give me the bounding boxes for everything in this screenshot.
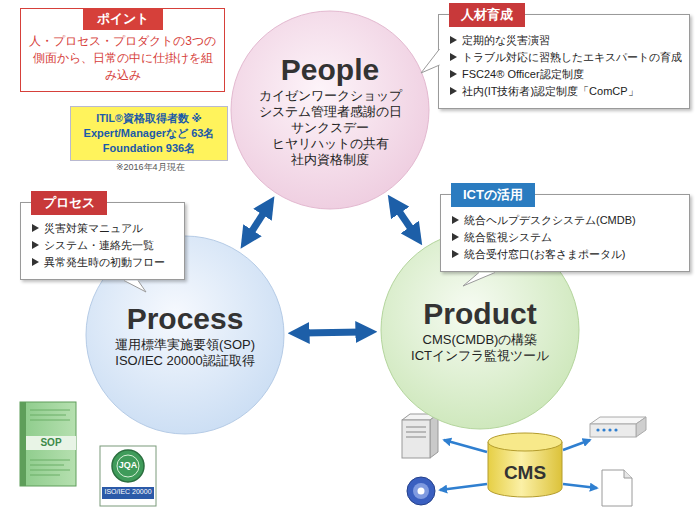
bullet-mark: [32, 258, 39, 266]
server-side: [430, 414, 438, 458]
bullet-mark: [450, 87, 457, 95]
server-icon: [402, 414, 438, 458]
bullet-mark: [452, 250, 459, 258]
cylinder-top: [488, 433, 562, 451]
callout-box: 人材育成定期的な災害演習トラブル対応に習熟したエキスパートの育成FSC24® O…: [438, 14, 690, 109]
list-item: トラブル対応に習熟したエキスパートの育成: [449, 49, 679, 66]
cms-label: CMS: [504, 462, 546, 484]
bullet-mark: [452, 216, 459, 224]
callout-box: ICTの活用統合ヘルプデスクシステム(CMDB)統合監視システム統合受付窓口(お…: [440, 194, 690, 272]
circle-title: People: [281, 52, 379, 88]
tail-fill: [124, 281, 146, 293]
item-text: FSC24® Officer認定制度: [462, 68, 584, 80]
badge-frame: [100, 446, 156, 506]
tail-outline: [463, 273, 495, 287]
list-item: 異常発生時の初動フロー: [31, 254, 174, 271]
booklet-spine: [20, 402, 26, 486]
bullet-mark: [450, 70, 457, 78]
tail-fill: [421, 49, 440, 73]
list-item: 統合受付窓口(お客さまポータル): [451, 246, 679, 263]
cms-arrow: [563, 440, 590, 450]
disc-icon: [407, 477, 435, 505]
circle-fill: [231, 11, 429, 209]
double-arrow: [396, 207, 413, 232]
booklet-label: SOP: [26, 437, 76, 448]
item-text: 統合ヘルプデスクシステム(CMDB): [464, 214, 636, 226]
bullet-mark: [32, 241, 39, 249]
item-text: システム・連絡先一覧: [44, 239, 154, 251]
people-circle: Peopleカイゼンワークショップ システム管理者感謝の日 サンクスデー ヒヤリ…: [230, 10, 430, 210]
document-icon: [602, 470, 632, 506]
note-text: ※2016年4月現在: [116, 161, 185, 174]
cms-arrow: [444, 440, 487, 452]
booklet-band: [20, 436, 76, 450]
tail-outline: [124, 281, 146, 293]
badge-label: JQA: [112, 460, 144, 470]
circle-body: CMS(CMDB)の構築 ICTインフラ監視ツール: [401, 332, 559, 364]
document-sheet: [602, 470, 632, 506]
cms-arrow: [440, 484, 487, 490]
double-arrow: [303, 332, 362, 333]
circle-body: 運用標準実施要領(SOP) ISO/IEC 20000認証取得: [106, 337, 264, 369]
item-text: 統合監視システム: [464, 231, 552, 243]
callout-heading: ICTの活用: [451, 183, 535, 207]
bullet-mark: [450, 53, 457, 61]
circle-title: Product: [423, 296, 536, 332]
callout-box: プロセス災害対策マニュアルシステム・連絡先一覧異常発生時の初動フロー: [20, 202, 185, 280]
list-item: 統合ヘルプデスクシステム(CMDB): [451, 212, 679, 229]
router-led: [614, 428, 617, 431]
item-text: 定期的な災害演習: [462, 34, 550, 46]
item-text: 異常発生時の初動フロー: [44, 256, 165, 268]
item-text: 社内(IT技術者)認定制度「ComCP」: [462, 85, 639, 97]
circle-body: カイゼンワークショップ システム管理者感謝の日 サンクスデー ヒヤリハットの共有…: [251, 88, 409, 168]
list-item: 社内(IT技術者)認定制度「ComCP」: [449, 83, 679, 100]
router-led: [602, 428, 605, 431]
badge-strip: [102, 487, 154, 499]
list-item: システム・連絡先一覧: [31, 237, 174, 254]
disc-body: [407, 477, 435, 505]
itil-count: Expert/Managerなど 63名: [77, 126, 221, 141]
disc-hole: [418, 488, 425, 495]
cms-arrow: [563, 484, 597, 488]
point-heading: ポイント: [83, 8, 163, 30]
bullet-mark: [450, 36, 457, 44]
tail-outline: [421, 49, 440, 73]
list-item: 災害対策マニュアル: [31, 220, 174, 237]
router-led: [608, 428, 611, 431]
badge-caption: ISO/IEC 20000: [102, 488, 154, 495]
cms-cylinder: CMS: [487, 432, 563, 498]
disc-shine: [413, 483, 429, 499]
callout-heading: 人材育成: [449, 3, 525, 27]
item-text: トラブル対応に習熟したエキスパートの育成: [462, 51, 682, 63]
router-icon: [590, 417, 646, 437]
bullet-mark: [32, 224, 39, 232]
list-item: FSC24® Officer認定制度: [449, 66, 679, 83]
list-item: 定期的な災害演習: [449, 32, 679, 49]
router-front: [590, 424, 636, 437]
server-slots: [406, 427, 426, 437]
double-arrow: [249, 209, 266, 236]
router-led: [596, 428, 599, 431]
sop-booklet: [20, 402, 76, 486]
router-side: [636, 417, 646, 437]
iso-badge: [100, 446, 156, 506]
circle-title: Process: [127, 301, 244, 337]
point-box: ポイント人・プロセス・プロダクトの3つの側面から、日常の中に仕掛けを組み込み: [20, 8, 225, 92]
itil-count: Foundation 936名: [77, 141, 221, 156]
itil-box: ITIL®資格取得者数 ※Expert/Managerなど 63名Foundat…: [70, 106, 228, 161]
item-text: 災害対策マニュアル: [44, 222, 143, 234]
itil-heading: ITIL®資格取得者数 ※: [77, 111, 221, 126]
bullet-mark: [452, 233, 459, 241]
document-fold: [624, 470, 632, 478]
tail-fill: [463, 273, 495, 287]
badge-seal: [112, 450, 144, 482]
booklet-cover: [20, 402, 76, 486]
item-text: 統合受付窓口(お客さまポータル): [464, 248, 625, 260]
point-body: 人・プロセス・プロダクトの3つの側面から、日常の中に仕掛けを組み込み: [29, 33, 216, 84]
server-front: [402, 420, 430, 458]
list-item: 統合監視システム: [451, 229, 679, 246]
callout-heading: プロセス: [31, 191, 107, 215]
